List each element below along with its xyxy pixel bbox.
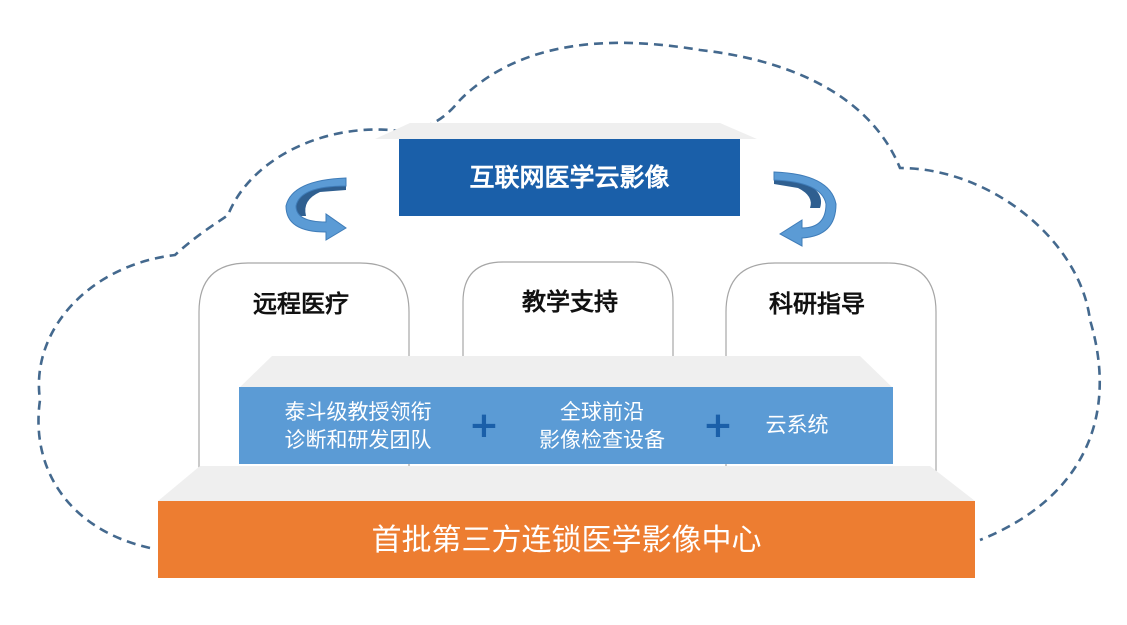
middle-item-2-line2: 影像检查设备: [539, 428, 665, 452]
middle-item-3-line1: 云系统: [766, 413, 829, 437]
pillar-label-research: 科研指导: [769, 290, 865, 318]
plus-separator-1: +: [469, 405, 499, 446]
top-box-shadow: [375, 123, 757, 139]
rotate-arrow-icon: [285, 177, 347, 241]
top-box-label: 互联网医学云影像: [469, 163, 669, 192]
bottom-box: [158, 501, 975, 578]
pillar-label-remote: 远程医疗: [253, 290, 349, 318]
cloud-outline: [37, 41, 1102, 550]
middle-band: [239, 387, 893, 464]
pillar-2-frame: [462, 261, 674, 360]
bottom-box-label: 首批第三方连锁医学影像中心: [372, 523, 762, 558]
middle-item-1-line1: 泰斗级教授领衔: [285, 400, 432, 424]
pillar-label-teaching: 教学支持: [522, 288, 618, 316]
rotate-arrow-icon: [773, 171, 837, 247]
middle-item-2-line1: 全球前沿: [560, 400, 644, 424]
plus-separator-2: +: [703, 405, 733, 446]
top-box: [399, 139, 740, 216]
bottom-box-shadow: [158, 466, 975, 501]
middle-band-shadow: [239, 356, 893, 388]
middle-item-1-line2: 诊断和研发团队: [285, 428, 432, 452]
